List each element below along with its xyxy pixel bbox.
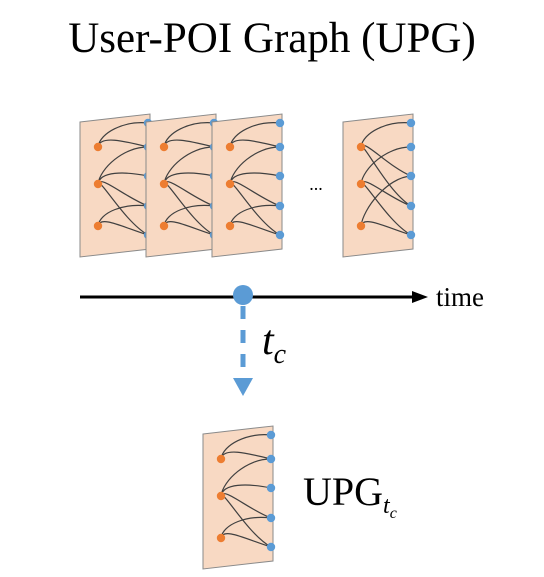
graph-edge (360, 175, 412, 227)
snapshot-panel-last (342, 113, 416, 258)
user-node (93, 179, 103, 189)
poi-node (266, 454, 276, 464)
poi-node (275, 201, 285, 211)
upg-tc-label: UPGtc (303, 469, 397, 522)
user-node (225, 179, 235, 189)
panel-background (202, 425, 274, 570)
snapshot-panel-3 (211, 113, 285, 258)
user-node (356, 221, 366, 231)
user-node (216, 454, 226, 464)
snapshot-panel-2 (145, 113, 219, 258)
current-time-dot (233, 285, 253, 305)
graph-edge (360, 146, 412, 185)
panel-background (145, 113, 217, 258)
poi-node (406, 171, 416, 181)
poi-node (275, 142, 285, 152)
time-axis-arrowhead (412, 291, 428, 303)
poi-node (275, 171, 285, 181)
snapshot-panels (79, 113, 416, 258)
poi-node (406, 142, 416, 152)
poi-node (275, 230, 285, 240)
upg-tc-panel (202, 425, 276, 570)
poi-node (266, 513, 276, 523)
current-time-label: tc (262, 318, 287, 370)
dashed-arrow-head (233, 378, 253, 396)
poi-node (266, 430, 276, 440)
user-node (356, 142, 366, 152)
panel-background (79, 113, 151, 258)
upg-tc-panel (202, 425, 276, 570)
time-axis-label: time (436, 282, 484, 312)
user-node (356, 179, 366, 189)
poi-node (275, 118, 285, 128)
diagram-title: User-POI Graph (UPG) (68, 15, 476, 62)
poi-node (266, 542, 276, 552)
snapshot-panel-1 (79, 113, 153, 258)
ellipsis-text: ... (309, 174, 323, 194)
current-time-marker: tc (233, 285, 287, 396)
user-node (159, 142, 169, 152)
poi-node (266, 483, 276, 493)
user-node (159, 179, 169, 189)
user-node (225, 221, 235, 231)
poi-node (406, 230, 416, 240)
user-node (225, 142, 235, 152)
user-node (216, 533, 226, 543)
panel-background (342, 113, 414, 258)
poi-node (406, 118, 416, 128)
time-axis: time (80, 282, 484, 312)
user-node (216, 491, 226, 501)
panel-background (211, 113, 283, 258)
user-node (93, 221, 103, 231)
poi-node (406, 201, 416, 211)
user-node (93, 142, 103, 152)
user-node (159, 221, 169, 231)
